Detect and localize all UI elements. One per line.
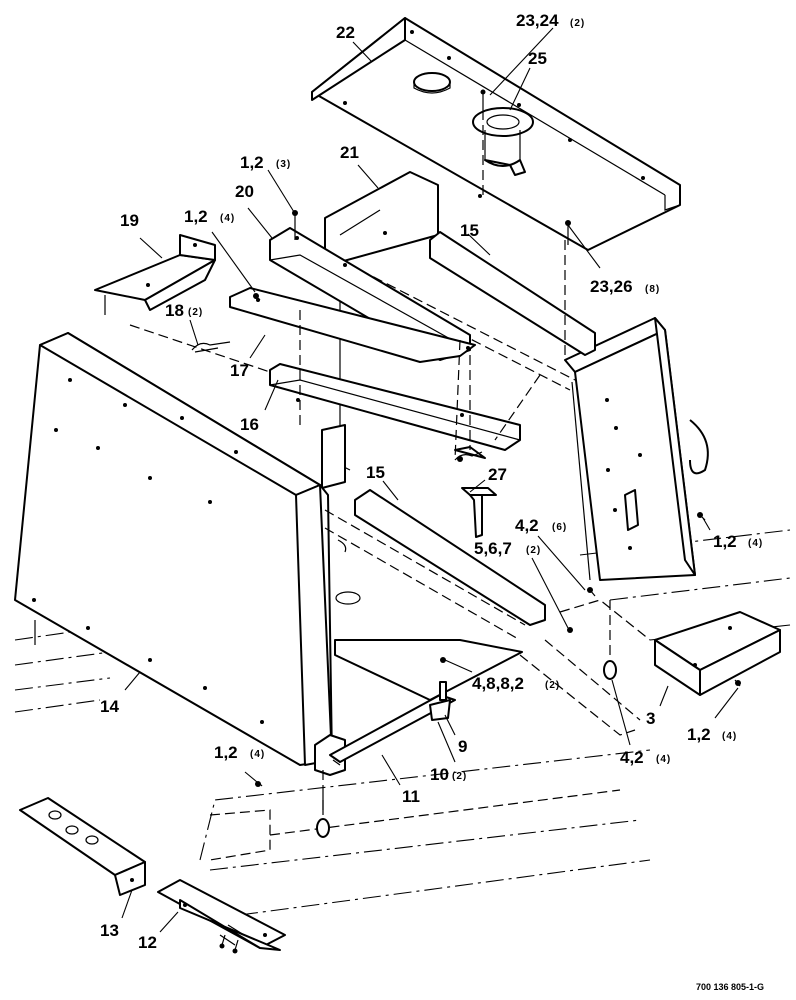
- callout-1-2-right: 1,2: [713, 532, 737, 551]
- part-18-hairpin: [191, 341, 483, 462]
- callout-19: 19: [120, 211, 139, 230]
- callout-1-2-top-qty: (3): [276, 159, 291, 170]
- callout-11: 11: [402, 787, 420, 806]
- callout-1-2-mid-qty: (4): [220, 213, 235, 224]
- part-22-top-plate: [311, 17, 681, 251]
- callout-1-2-left: 1,2: [214, 743, 238, 762]
- callout-13: 13: [100, 921, 119, 940]
- callout-23-26: 23,26: [590, 277, 633, 296]
- part-13-bracket: [19, 797, 146, 896]
- callout-1-2-mid: 1,2: [184, 207, 208, 226]
- part-16-lower-angle: [269, 363, 521, 459]
- callout-14: 14: [100, 697, 119, 716]
- part-27-leg: [461, 487, 497, 538]
- right-side-housing: [564, 317, 709, 581]
- callout-25: 25: [528, 49, 547, 68]
- callout-5-6-7-qty: (2): [526, 545, 541, 556]
- callout-21: 21: [340, 143, 359, 162]
- callout-20: 20: [235, 182, 254, 201]
- assembly-centerlines: [129, 110, 651, 810]
- leader-lines: [121, 27, 739, 933]
- floor-plate: [334, 639, 523, 701]
- callout-15-low: 15: [366, 463, 385, 482]
- callout-18: 18: [165, 301, 184, 320]
- callout-1-2-right-qty: (4): [748, 538, 763, 549]
- callout-9: 9: [458, 737, 467, 756]
- callout-1-2-br: 1,2: [687, 725, 711, 744]
- callout-23-24-qty: (2): [570, 18, 585, 29]
- part-19-bracket: [94, 234, 216, 315]
- callout-3: 3: [646, 709, 655, 728]
- callout-1-2-top: 1,2: [240, 153, 264, 172]
- part-9-clip: [429, 657, 451, 721]
- hardware-fasteners: [219, 89, 741, 954]
- callout-4-8-8-2-qty: (2): [545, 680, 560, 691]
- callout-22: 22: [336, 23, 355, 42]
- callout-12: 12: [138, 933, 157, 952]
- callout-15-top: 15: [460, 221, 479, 240]
- callout-23-26-qty: (8): [645, 284, 660, 295]
- callout-labels: 22 23,24 (2) 25 21 1,2 (3) 20 1,2 (4) 19…: [100, 11, 764, 992]
- callout-5-6-7: 5,6,7: [474, 539, 512, 558]
- callout-4-2-low-qty: (4): [656, 754, 671, 765]
- callout-1-2-br-qty: (4): [722, 731, 737, 742]
- part-15-lower-rail: [324, 489, 546, 641]
- part-11-bar: [329, 694, 456, 766]
- callout-27: 27: [488, 465, 507, 484]
- callout-23-24: 23,24: [516, 11, 559, 30]
- callout-4-2-right-qty: (6): [552, 522, 567, 533]
- callout-10: 10: [430, 765, 449, 784]
- part-14-side-panel: [14, 332, 346, 776]
- part-17-strap: [229, 287, 476, 363]
- drawing-number: 700 136 805-1-G: [696, 982, 764, 992]
- part-20-angle-bracket: [269, 227, 471, 361]
- callout-1-2-left-qty: (4): [250, 749, 265, 760]
- part-3-bracket: [654, 611, 781, 696]
- callout-4-2-low: 4,2: [620, 748, 644, 767]
- callout-10-qty: (2): [452, 771, 467, 782]
- part-12-bracket: [157, 879, 286, 951]
- callout-4-2-right: 4,2: [515, 516, 539, 535]
- callout-16: 16: [240, 415, 259, 434]
- callout-4-8-8-2: 4,8,8,2: [472, 674, 524, 693]
- callout-18-qty: (2): [188, 307, 203, 318]
- callout-17: 17: [230, 361, 249, 380]
